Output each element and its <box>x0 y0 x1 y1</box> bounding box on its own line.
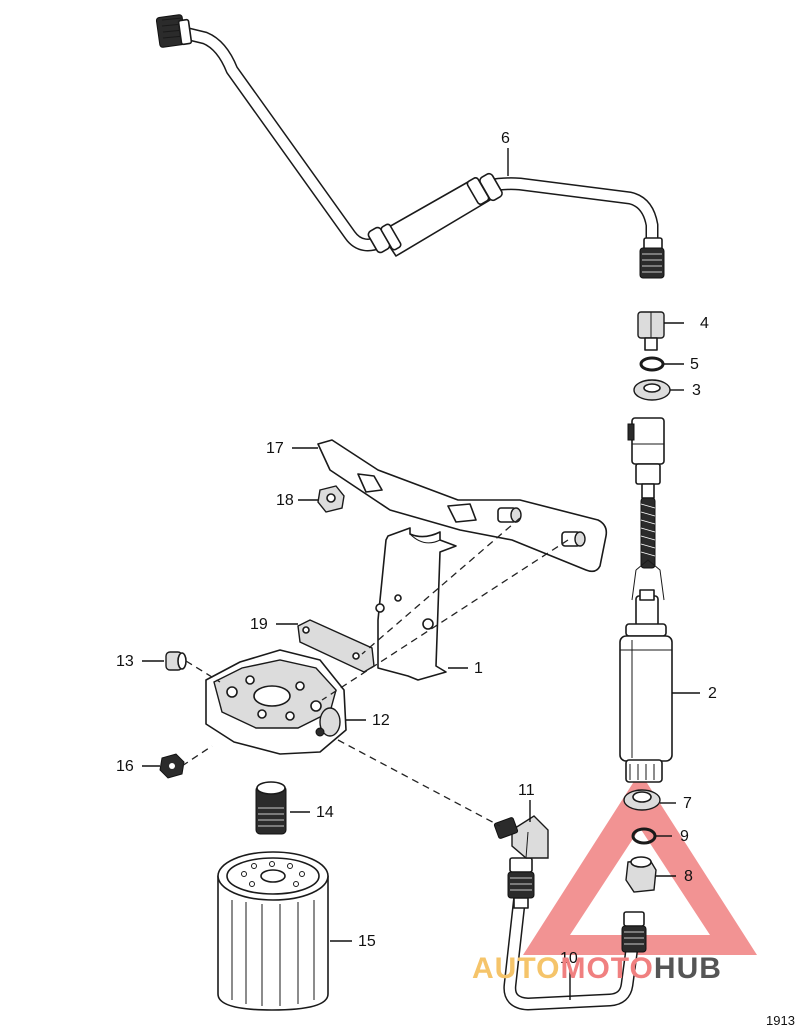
callout-9: 9 <box>680 828 689 845</box>
callout-7: 7 <box>683 795 692 812</box>
watermark-hub: HUB <box>654 952 722 985</box>
part-13-plug <box>165 651 187 671</box>
part-12-filter-head <box>205 649 347 755</box>
figure-number: 1913 <box>766 1013 795 1028</box>
part-7-seal <box>623 789 661 811</box>
part-6-fuel-line <box>155 14 665 279</box>
part-9-o-ring <box>631 827 657 845</box>
part-1-filter-bracket <box>375 527 457 681</box>
callout-18: 18 <box>276 492 294 509</box>
watermark-logo <box>523 772 757 955</box>
svg-text:AUTOMOTOHUB: AUTOMOTOHUB <box>472 952 722 985</box>
part-11-elbow-fitting <box>493 815 549 859</box>
part-8-nut <box>625 856 657 893</box>
callout-12: 12 <box>372 712 390 729</box>
callout-17: 17 <box>266 440 284 457</box>
callout-13: 13 <box>116 653 134 670</box>
callout-6: 6 <box>501 130 510 147</box>
part-17-bracket <box>317 439 608 573</box>
callout-3: 3 <box>692 382 701 399</box>
callouts: 1 2 3 4 5 6 7 8 9 10 11 12 13 14 15 16 1… <box>116 130 717 967</box>
part-10-fuel-line <box>503 857 647 1011</box>
part-18-nut <box>317 485 345 513</box>
watermark-moto: MOTO <box>560 952 653 985</box>
callout-10: 10 <box>560 950 578 967</box>
part-19-plate <box>297 619 375 673</box>
part-16-nut <box>159 753 185 779</box>
part-5-o-ring <box>639 356 665 372</box>
part-14-adapter <box>255 781 287 835</box>
callout-2: 2 <box>708 685 717 702</box>
callout-8: 8 <box>684 868 693 885</box>
callout-1: 1 <box>474 660 483 677</box>
callout-16: 16 <box>116 758 134 775</box>
callout-5: 5 <box>690 356 699 373</box>
part-2-fuel-pump <box>619 417 673 783</box>
part-15-fuel-filter <box>217 851 329 1011</box>
callout-19: 19 <box>250 616 268 633</box>
watermark-auto: AUTO <box>472 952 560 985</box>
watermark-triangle <box>523 772 757 955</box>
part-4-fitting <box>637 311 665 351</box>
part-3-grommet <box>633 379 671 401</box>
watermark-text: AUTOMOTOHUB <box>472 952 722 985</box>
callout-4: 4 <box>700 315 709 332</box>
alignment-lines <box>181 517 569 827</box>
leader-lines <box>142 148 700 1000</box>
callout-15: 15 <box>358 933 376 950</box>
callout-14: 14 <box>316 804 334 821</box>
callout-11: 11 <box>518 782 535 799</box>
